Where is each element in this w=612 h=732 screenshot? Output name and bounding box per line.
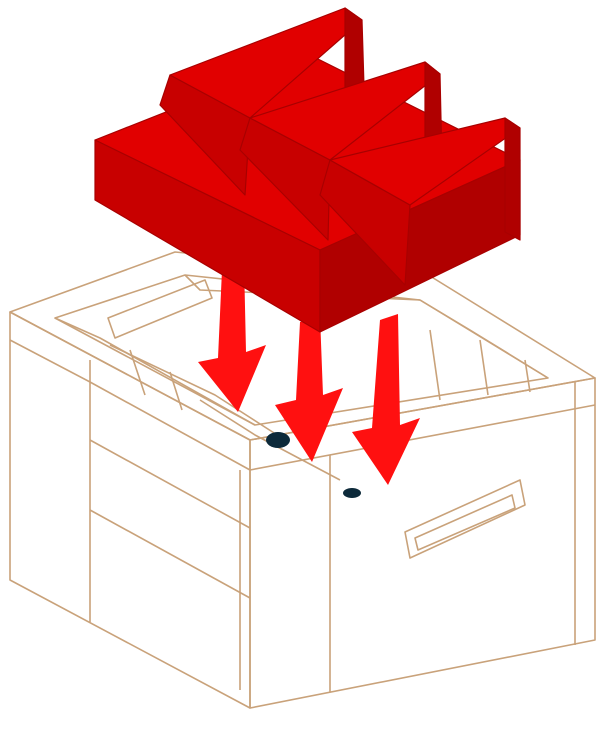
right-handle-inner — [415, 495, 515, 550]
insert-fin-3-side — [505, 118, 520, 240]
inner-wall-line — [130, 350, 145, 395]
plank-line — [90, 510, 250, 598]
plank-line — [90, 440, 250, 528]
peg-left — [266, 432, 290, 448]
left-handle-hole — [108, 280, 212, 338]
inner-wall-line — [430, 330, 440, 400]
plank-line — [10, 340, 90, 382]
inner-wall-line — [480, 340, 488, 395]
right-handle-hole — [405, 480, 525, 558]
peg-right — [343, 488, 361, 498]
